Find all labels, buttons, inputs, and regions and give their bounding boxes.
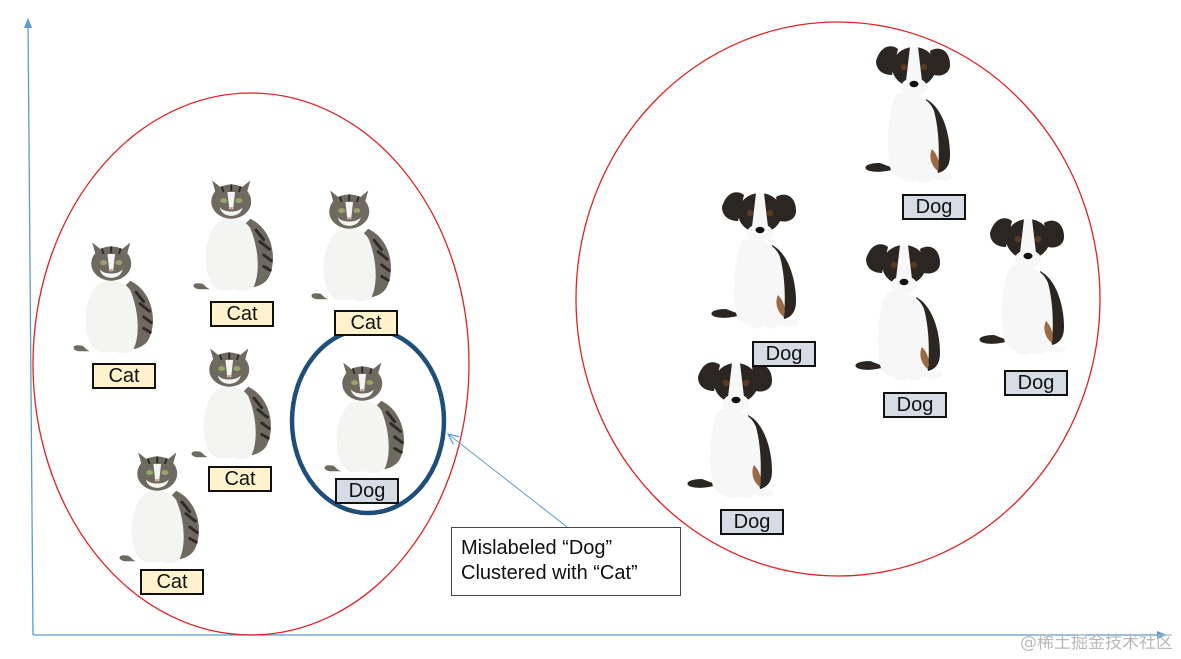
dog-image: [687, 362, 774, 499]
dog-image: [855, 244, 942, 381]
dog-label: Dog: [720, 509, 784, 535]
cat-label: Cat: [140, 569, 204, 595]
mislabel-callout-box: Mislabeled “Dog” Clustered with “Cat”: [451, 527, 681, 596]
cat-image: [72, 241, 155, 355]
dog-image: [865, 46, 952, 183]
cat-image: [310, 189, 393, 303]
dog-label: Dog: [883, 392, 947, 418]
callout-line-1: Mislabeled “Dog”: [461, 537, 613, 559]
watermark: @稀土掘金技术社区: [1020, 633, 1173, 653]
callout-connector-arrow: [448, 434, 568, 528]
dog-label: Dog: [752, 341, 816, 367]
dog-label: Dog: [1004, 370, 1068, 396]
cat-image: [118, 451, 201, 565]
dog-cluster-outline: [575, 21, 1101, 577]
y-axis: [24, 18, 34, 636]
cat-cluster-outline: [32, 92, 470, 636]
cat-image: [190, 347, 273, 461]
dog-label: Dog: [902, 194, 966, 220]
callout-line-2: Clustered with “Cat”: [461, 562, 638, 584]
dog-image: [979, 218, 1066, 355]
dog-image: [711, 192, 798, 329]
cat-image-mislabeled: [323, 361, 406, 475]
cat-label: Cat: [92, 363, 156, 389]
cat-label: Cat: [210, 301, 274, 327]
mislabeled-dog-label: Dog: [335, 478, 399, 504]
cat-image: [192, 179, 275, 293]
cat-label: Cat: [334, 310, 398, 336]
cat-label: Cat: [208, 466, 272, 492]
